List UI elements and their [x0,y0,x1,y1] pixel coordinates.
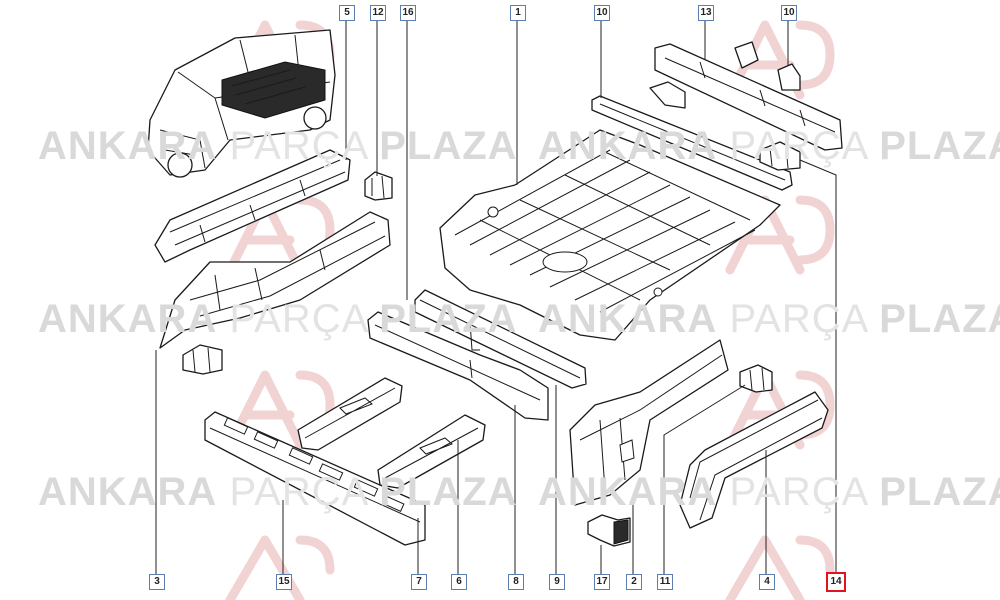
callout-5[interactable]: 5 [339,5,355,21]
callout-15[interactable]: 15 [276,574,292,590]
part-10-crossbar [591,95,793,191]
callout-12[interactable]: 12 [370,5,386,21]
part-2-frame-section [569,339,729,506]
callout-14-highlighted[interactable]: 14 [826,572,846,592]
part-7-short-member [297,377,403,451]
watermark-text: ANKARA PARÇA PLAZA [38,470,518,514]
callout-9[interactable]: 9 [549,574,565,590]
callout-13[interactable]: 13 [698,5,714,21]
part-3-side-member [159,211,391,375]
part-10-brackets [759,63,801,171]
part-13-rear-member [649,41,843,151]
watermark-text: ANKARA PARÇA PLAZA [538,470,1000,514]
callout-6[interactable]: 6 [451,574,467,590]
watermark-text: ANKARA PARÇA PLAZA [38,297,518,341]
leader-lines [155,20,837,574]
callout-16[interactable]: 16 [400,5,416,21]
callout-11[interactable]: 11 [657,574,673,590]
callout-17[interactable]: 17 [594,574,610,590]
part-11-bracket [739,364,773,393]
callout-3[interactable]: 3 [149,574,165,590]
part-16-crossmember [414,289,587,389]
watermark-logos [225,20,835,600]
callout-8[interactable]: 8 [508,574,524,590]
callout-10-right[interactable]: 10 [781,5,797,21]
part-5-rail [154,149,351,263]
part-17-clip [587,514,631,547]
part-15-perforated-member [204,411,426,546]
watermark-text: ANKARA PARÇA PLAZA [538,297,1000,341]
van-illustration [147,29,336,178]
part-1-floor-pan [439,129,781,341]
callout-7[interactable]: 7 [411,574,427,590]
part-6-short-member [377,414,486,489]
part-12-bracket [364,171,393,201]
callout-1[interactable]: 1 [510,5,526,21]
watermark-text: ANKARA PARÇA PLAZA [38,124,518,168]
callout-2[interactable]: 2 [626,574,642,590]
part-4-rear-side-member [679,391,829,529]
callout-4[interactable]: 4 [759,574,775,590]
callout-10-top[interactable]: 10 [594,5,610,21]
part-8-lower-crossmember [367,311,549,421]
watermark-text: ANKARA PARÇA PLAZA [538,124,1000,168]
